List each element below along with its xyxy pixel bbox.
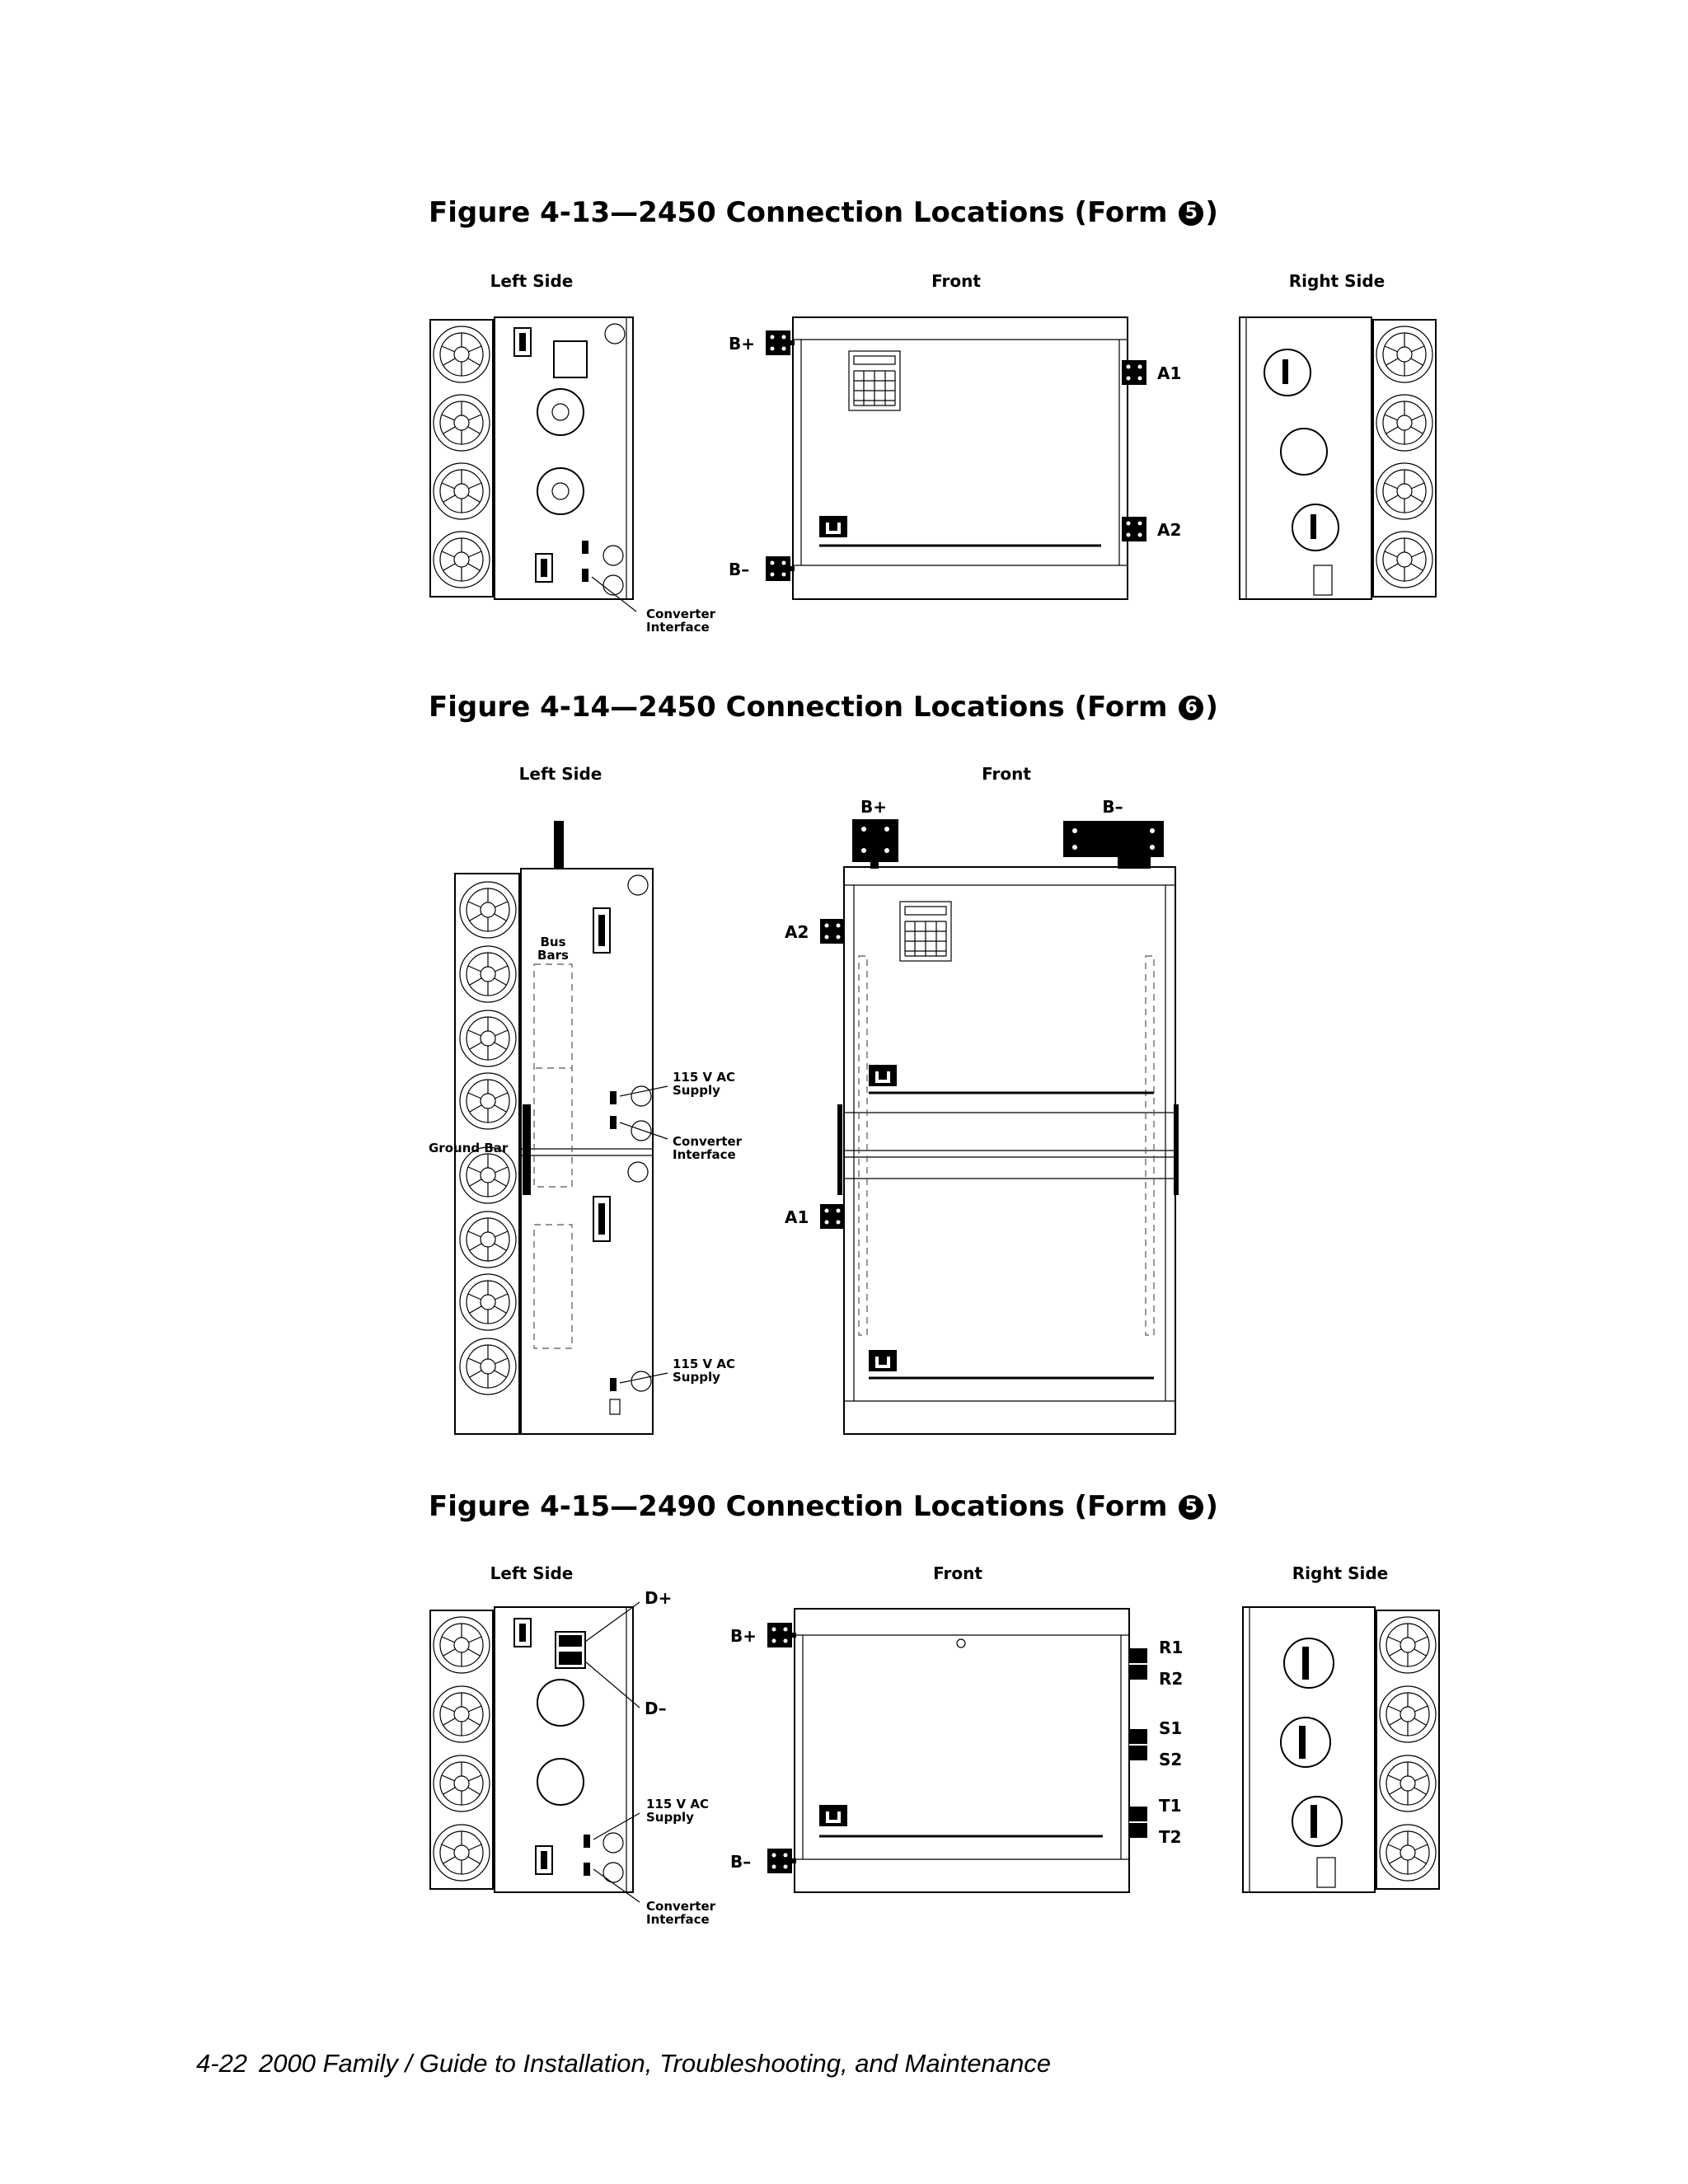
footer-title: 2000 Family / Guide to Installation, Tro… <box>259 2049 1052 2078</box>
bus-bars-label-2: Bars <box>537 948 569 963</box>
view-label-front: Front <box>933 1563 982 1583</box>
view-label-front: Front <box>931 271 981 291</box>
terminal-a1: A1 <box>1157 363 1181 383</box>
supply-label-2: Supply <box>673 1083 720 1098</box>
view-label-left: Left Side <box>490 271 574 291</box>
figure-4-15-diagram: Left Side Front Right Side D+ D <box>429 1563 1440 1927</box>
figure-4-13-diagram: Left Side Front Right Side <box>429 271 1437 635</box>
right-side-view <box>1242 1606 1440 1893</box>
terminal-a2: A2 <box>785 922 809 942</box>
right-side-view <box>1239 316 1437 600</box>
front-view: B+ B– R1 R2 S1 S2 T1 T2 <box>730 1608 1183 1893</box>
figure-title-text: Figure 4-13—2450 Connection Locations (F… <box>429 196 1178 229</box>
terminal-d-minus: D– <box>645 1699 667 1718</box>
form-number-badge: 5 <box>1179 201 1204 226</box>
left-side-view: Converter Interface <box>429 316 716 635</box>
figure-title-close: ) <box>1205 1490 1218 1523</box>
terminal-d-plus: D+ <box>645 1588 672 1608</box>
figure-4-13-title: Figure 4-13—2450 Connection Locations (F… <box>429 196 1218 229</box>
terminal-r2: R2 <box>1159 1669 1183 1689</box>
converter-interface-label-2: Interface <box>673 1147 736 1162</box>
page-footer: 4-22 2000 Family / Guide to Installation,… <box>196 2049 1051 2079</box>
ground-bar-label: Ground Bar <box>429 1141 509 1155</box>
supply-label-2: Supply <box>646 1810 694 1825</box>
bus-bars-label-1: Bus <box>540 935 565 949</box>
terminal-a1: A1 <box>785 1207 809 1227</box>
terminal-b-minus: B– <box>730 1852 751 1872</box>
supply-label-1: 115 V AC <box>673 1070 735 1085</box>
terminal-t2: T2 <box>1159 1827 1182 1847</box>
form-number-badge: 6 <box>1179 696 1204 720</box>
view-label-left: Left Side <box>490 1563 574 1583</box>
terminal-b-minus: B– <box>1102 797 1123 817</box>
converter-interface-label-1: Converter <box>646 1899 716 1914</box>
figure-title-close: ) <box>1205 196 1218 229</box>
left-side-view: Bus Bars 115 V AC Supply Converter Inter… <box>429 821 743 1435</box>
view-label-left: Left Side <box>519 764 603 784</box>
terminal-r1: R1 <box>1159 1638 1183 1657</box>
terminal-a2: A2 <box>1157 520 1181 540</box>
left-side-view: D+ D– 115 V AC Supply Converter Interfac… <box>429 1588 716 1927</box>
converter-interface-label-2: Interface <box>646 620 710 635</box>
terminal-t1: T1 <box>1159 1796 1182 1816</box>
figure-4-15-title: Figure 4-15—2490 Connection Locations (F… <box>429 1490 1218 1523</box>
view-label-right: Right Side <box>1289 271 1385 291</box>
converter-interface-label-1: Converter <box>646 607 716 621</box>
terminal-b-minus: B– <box>729 560 749 579</box>
terminal-b-plus: B+ <box>730 1626 757 1646</box>
form-number-badge: 5 <box>1179 1495 1204 1520</box>
terminal-b-plus: B+ <box>860 797 887 817</box>
view-label-front: Front <box>982 764 1031 784</box>
supply-label-1: 115 V AC <box>646 1797 709 1811</box>
figure-title-text: Figure 4-15—2490 Connection Locations (F… <box>429 1490 1178 1523</box>
view-label-right: Right Side <box>1292 1563 1388 1583</box>
converter-interface-label-1: Converter <box>673 1134 743 1149</box>
terminal-b-plus: B+ <box>729 334 755 354</box>
terminal-s1: S1 <box>1159 1718 1182 1738</box>
supply-label-1: 115 V AC <box>673 1357 735 1371</box>
supply-label-2: Supply <box>673 1370 720 1385</box>
terminal-s2: S2 <box>1159 1750 1182 1769</box>
front-view: B+ B– A1 A2 <box>729 316 1181 600</box>
figure-title-close: ) <box>1205 691 1218 724</box>
page-number: 4-22 <box>196 2049 248 2078</box>
converter-interface-label-2: Interface <box>646 1912 710 1927</box>
figure-title-text: Figure 4-14—2450 Connection Locations (F… <box>429 691 1178 724</box>
front-view: B+ B– A2 A1 <box>785 797 1179 1435</box>
figure-4-14-diagram: Left Side Front <box>429 764 1179 1435</box>
figure-4-14-title: Figure 4-14—2450 Connection Locations (F… <box>429 691 1218 724</box>
